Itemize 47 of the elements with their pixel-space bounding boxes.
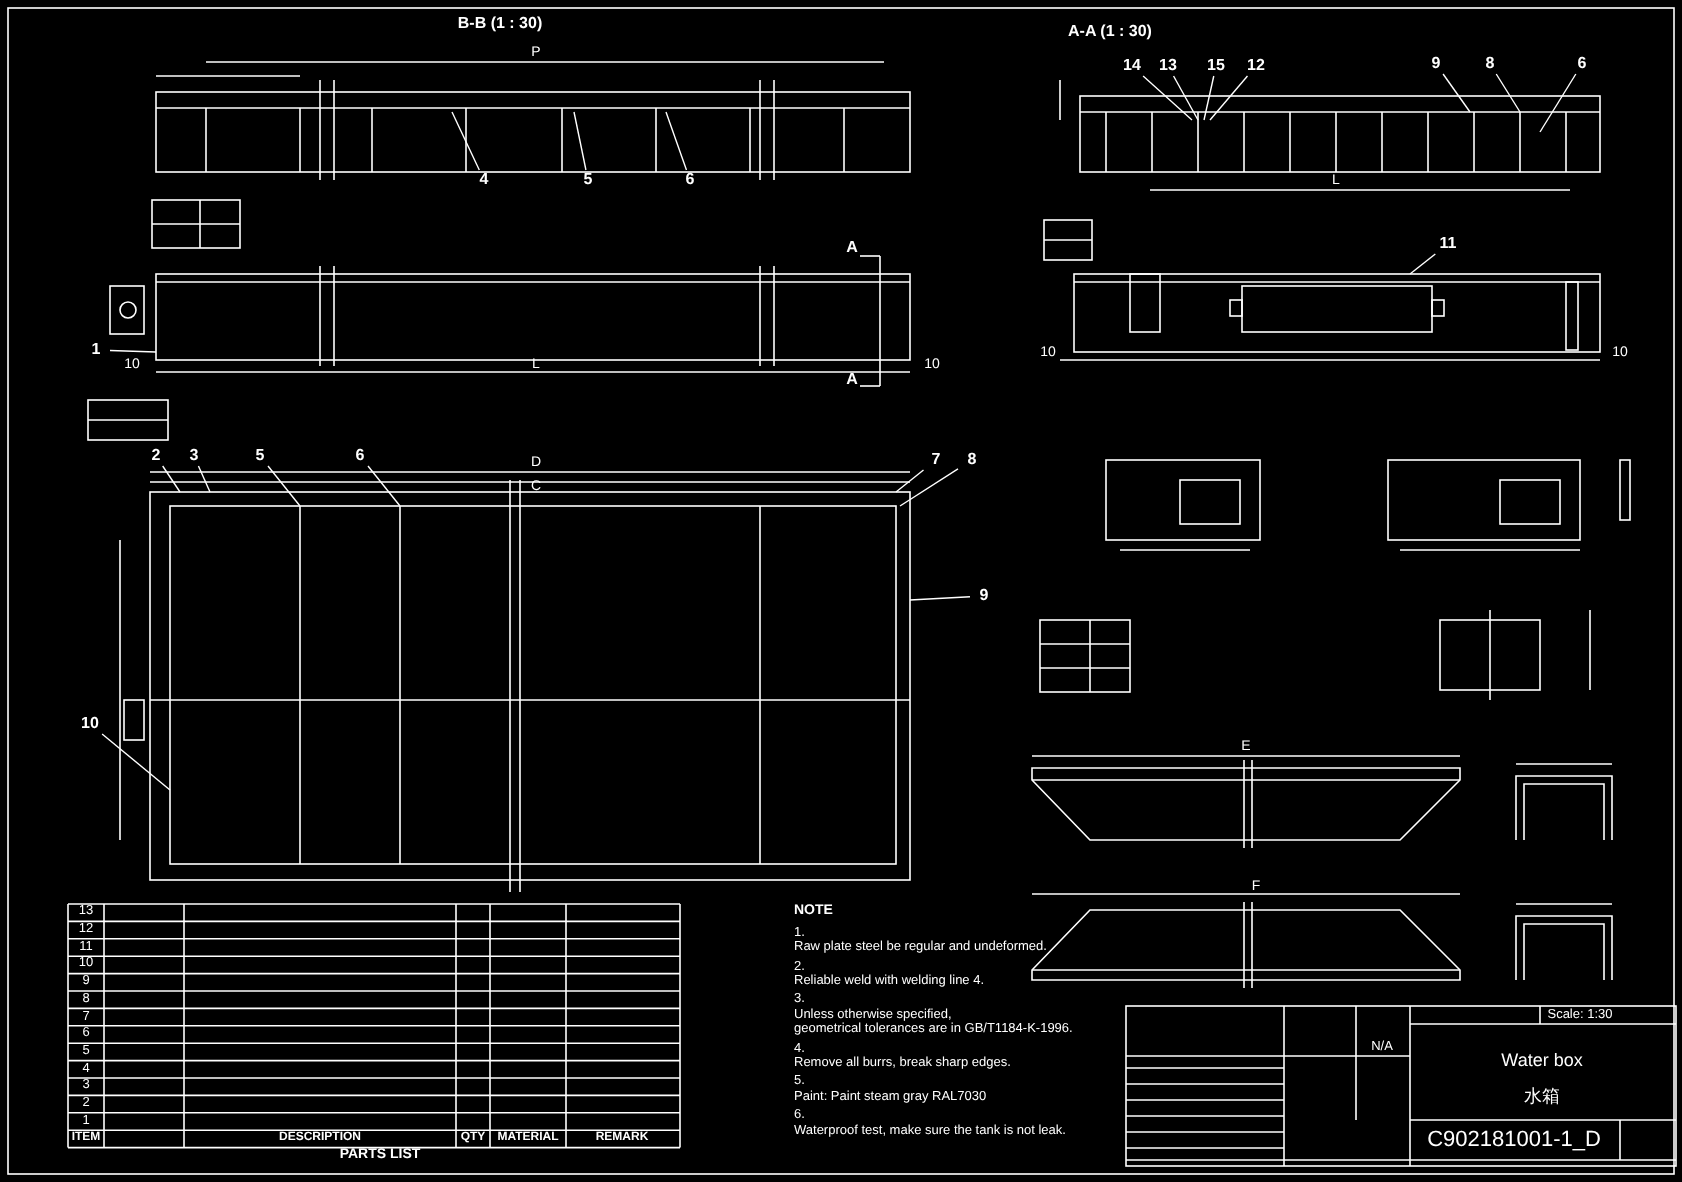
callout-number: 1 <box>82 340 110 360</box>
leader-line <box>367 465 401 507</box>
leader-line <box>665 111 688 171</box>
view-title: A-A (1 : 30) <box>1068 24 1152 40</box>
callout-number: 11 <box>1434 234 1462 254</box>
section-mark: A <box>846 372 858 388</box>
leader-line <box>899 468 959 507</box>
callout-number: 13 <box>1154 56 1182 76</box>
leader-line <box>161 465 181 493</box>
leader-line <box>895 469 925 493</box>
callout-number: 6 <box>346 446 374 466</box>
drawing-number: C902181001-1_D <box>1427 1132 1601 1148</box>
leader-line <box>109 349 157 353</box>
callout-number: 5 <box>246 446 274 466</box>
callout-number: 7 <box>922 450 950 470</box>
leader-line <box>909 596 971 601</box>
leader-line <box>1495 73 1521 113</box>
leader-line <box>1172 75 1199 121</box>
leader-line <box>1442 73 1471 113</box>
callout-number: 2 <box>142 446 170 466</box>
callout-number: 5 <box>574 170 602 190</box>
callout-number: 15 <box>1202 56 1230 76</box>
leader-line <box>1203 75 1215 121</box>
callout-number: 14 <box>1118 56 1146 76</box>
callout-number: 8 <box>958 450 986 470</box>
callout-number: 4 <box>470 170 498 190</box>
callout-number: 12 <box>1242 56 1270 76</box>
leader-line <box>1409 253 1437 275</box>
callout-number: 8 <box>1476 54 1504 74</box>
callout-number: 3 <box>180 446 208 466</box>
drawing-title: Water box <box>1501 1052 1583 1068</box>
callout-number: 6 <box>1568 54 1596 74</box>
leader-line <box>197 465 211 493</box>
section-mark: A <box>846 240 858 256</box>
callout-number: 6 <box>676 170 704 190</box>
leader-line <box>451 111 480 171</box>
leader-line <box>1209 75 1249 121</box>
view-title: B-B (1 : 30) <box>457 16 543 32</box>
callout-number: 9 <box>1422 54 1450 74</box>
leader-line <box>101 733 171 791</box>
callout-number: 10 <box>76 714 104 734</box>
leader-line <box>573 111 587 171</box>
callout-number: 9 <box>970 586 998 606</box>
leader-line <box>267 465 301 507</box>
leader-line <box>1539 73 1577 133</box>
drawing-title: 水箱 <box>1524 1088 1560 1104</box>
leader-line <box>1142 75 1193 121</box>
